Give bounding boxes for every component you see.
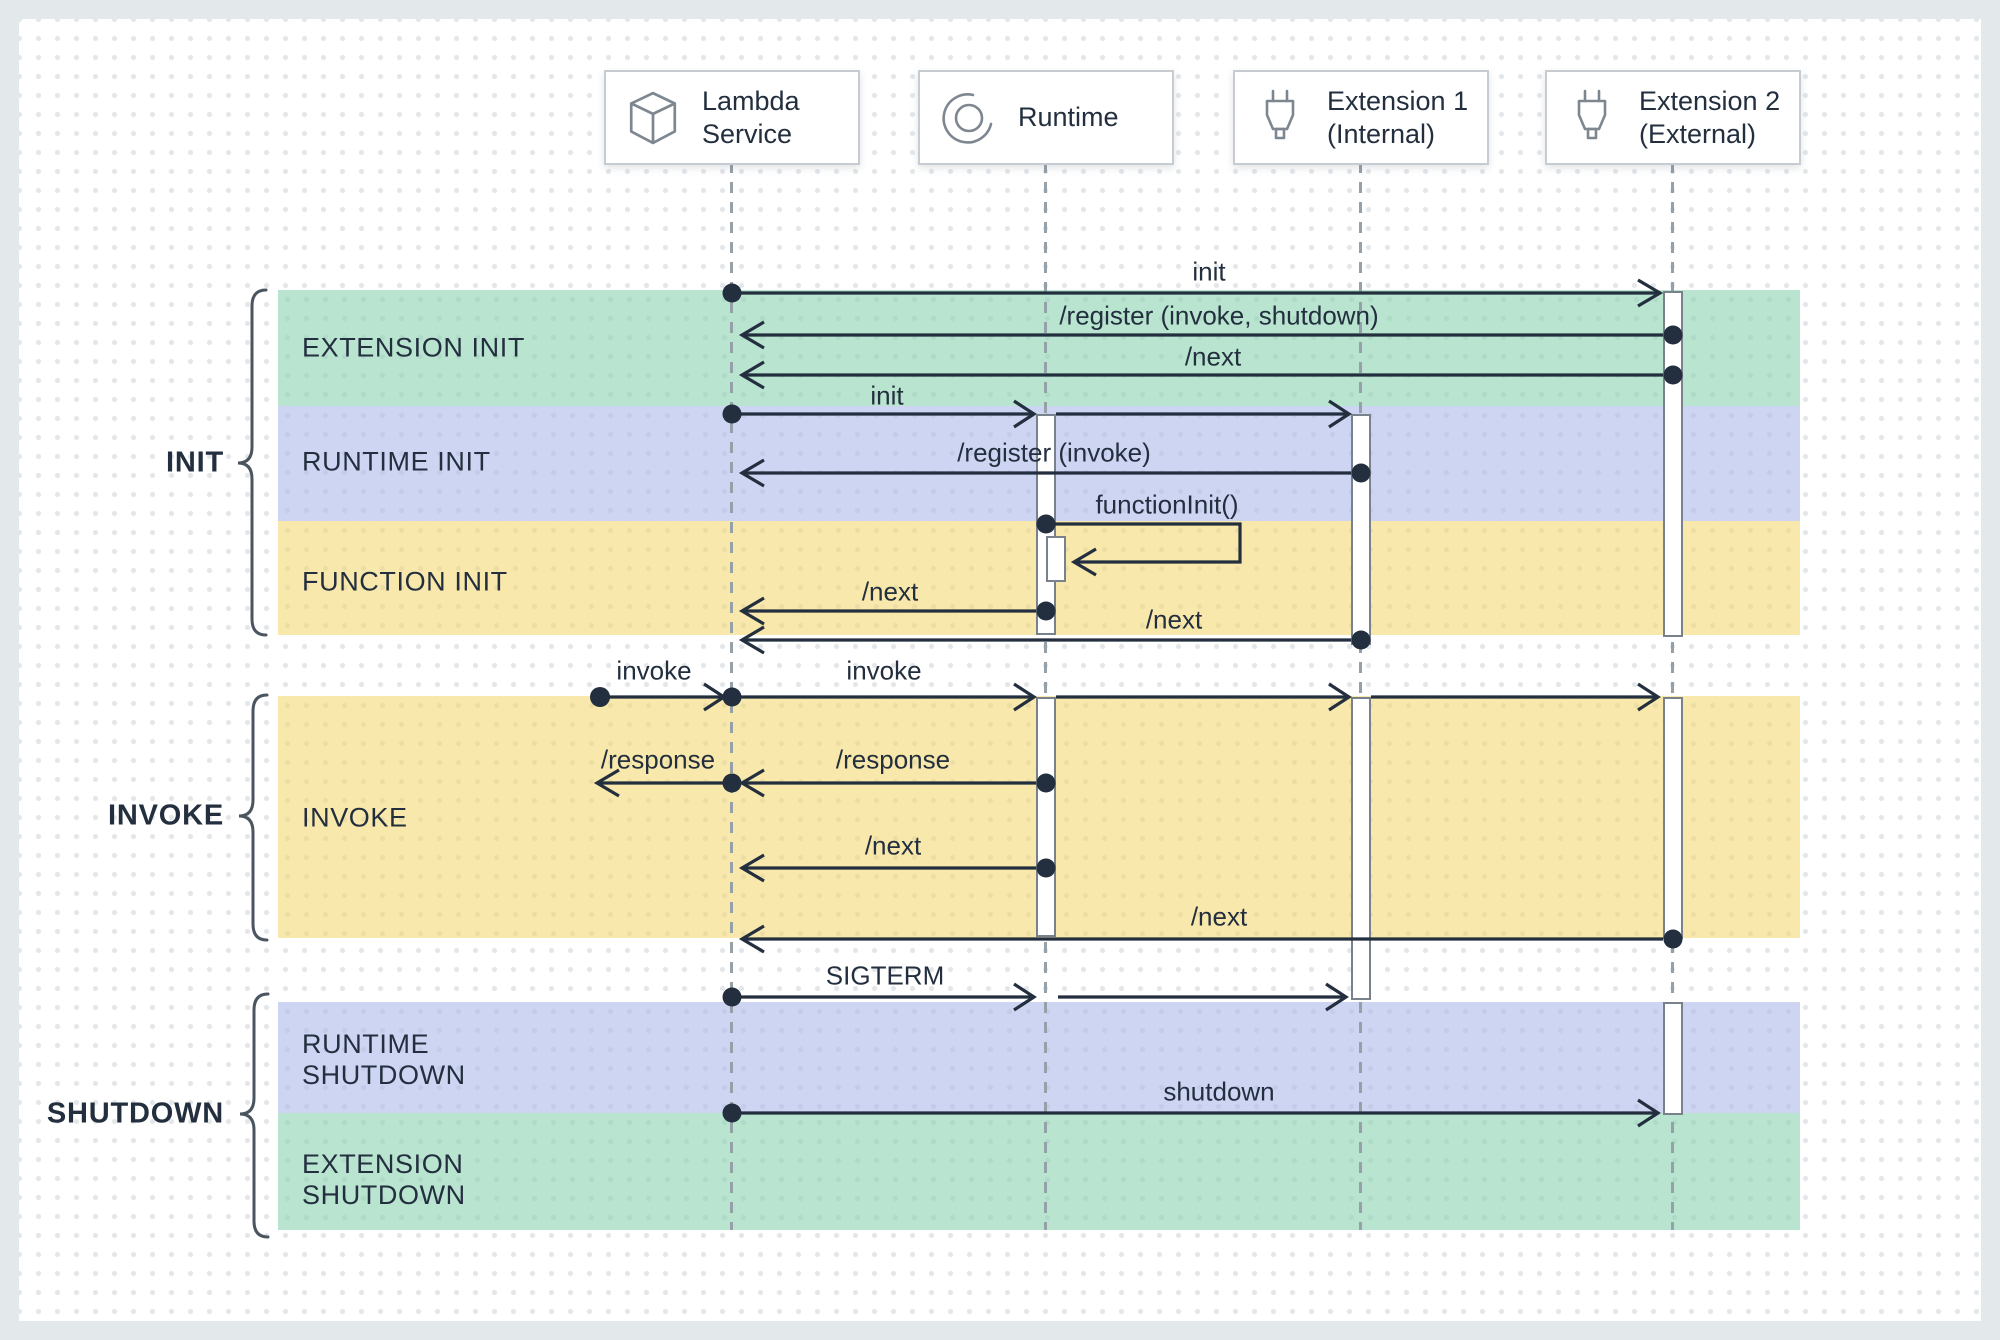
message-label-shutdown: shutdown xyxy=(1163,1076,1275,1107)
row-label-extension-shutdown: EXTENSION SHUTDOWN xyxy=(302,1149,466,1210)
message-label-invoke-in: invoke xyxy=(616,655,692,686)
phase-braces xyxy=(237,288,270,1239)
lifeline-runtime xyxy=(1044,162,1047,1230)
lifeline-extension2 xyxy=(1671,162,1674,1230)
message-label-sigterm: SIGTERM xyxy=(825,960,945,991)
band-extension-init xyxy=(278,290,1800,406)
lifeline-extension1 xyxy=(1359,162,1362,1230)
arrow-function-init-loop xyxy=(1046,522,1242,564)
runtime-icon xyxy=(942,92,994,144)
diagram-canvas: EXTENSION INIT RUNTIME INIT FUNCTION INI… xyxy=(19,19,1981,1321)
plug-icon xyxy=(1569,89,1615,147)
message-label-next-invoke-runtime: /next xyxy=(864,830,922,861)
participant-label: Extension 2 (External) xyxy=(1639,85,1781,149)
message-label-init-ext: init xyxy=(1192,256,1226,287)
message-label-register-invoke-shutdown: /register (invoke, shutdown) xyxy=(1059,300,1379,331)
activation-extension2-shutdown xyxy=(1663,1002,1683,1115)
row-label-runtime-init: RUNTIME INIT xyxy=(302,446,491,477)
message-label-function-init: functionInit() xyxy=(1095,489,1239,520)
message-label-next-invoke-ext2: /next xyxy=(1190,901,1248,932)
message-label-next-runtime-init: /next xyxy=(861,576,919,607)
phase-label-invoke: INVOKE xyxy=(108,799,224,832)
message-label-response-runtime: /response xyxy=(835,744,951,775)
message-label-invoke-fanout: invoke xyxy=(846,655,922,686)
message-label-next-extension-init: /next xyxy=(1184,341,1242,372)
participant-extension1: Extension 1 (Internal) xyxy=(1233,70,1489,165)
phase-label-shutdown: SHUTDOWN xyxy=(46,1097,224,1130)
band-extension-shutdown xyxy=(278,1113,1800,1230)
message-label-register-invoke: /register (invoke) xyxy=(957,437,1151,468)
band-runtime-shutdown xyxy=(278,1002,1800,1113)
participant-label: Lambda Service xyxy=(702,85,800,149)
participant-extension2: Extension 2 (External) xyxy=(1545,70,1801,165)
message-label-init-runtime: init xyxy=(870,380,904,411)
brace-shutdown xyxy=(239,992,270,1239)
sequence-arrows-layer xyxy=(237,278,1683,1239)
row-label-runtime-shutdown: RUNTIME SHUTDOWN xyxy=(302,1029,466,1090)
row-label-extension-init: EXTENSION INIT xyxy=(302,332,525,363)
plug-icon xyxy=(1257,89,1303,147)
phase-label-init: INIT xyxy=(166,446,224,479)
activation-runtime-invoke xyxy=(1036,697,1056,937)
row-label-function-init: FUNCTION INIT xyxy=(302,566,508,597)
lambda-cube-icon xyxy=(628,90,678,146)
activation-runtime-nested xyxy=(1046,536,1066,582)
activation-extension1-invoke xyxy=(1351,697,1371,1000)
message-origin-dots xyxy=(590,283,1683,1123)
participant-lambda-service: Lambda Service xyxy=(604,70,860,165)
row-label-invoke: INVOKE xyxy=(302,802,408,833)
message-label-next-ext1-init: /next xyxy=(1145,604,1203,635)
message-label-response-out: /response xyxy=(600,744,716,775)
participant-label: Extension 1 (Internal) xyxy=(1327,85,1469,149)
brace-invoke xyxy=(238,693,269,942)
participant-label: Runtime xyxy=(1018,102,1119,132)
brace-init xyxy=(237,288,268,637)
participant-runtime: Runtime xyxy=(918,70,1174,165)
